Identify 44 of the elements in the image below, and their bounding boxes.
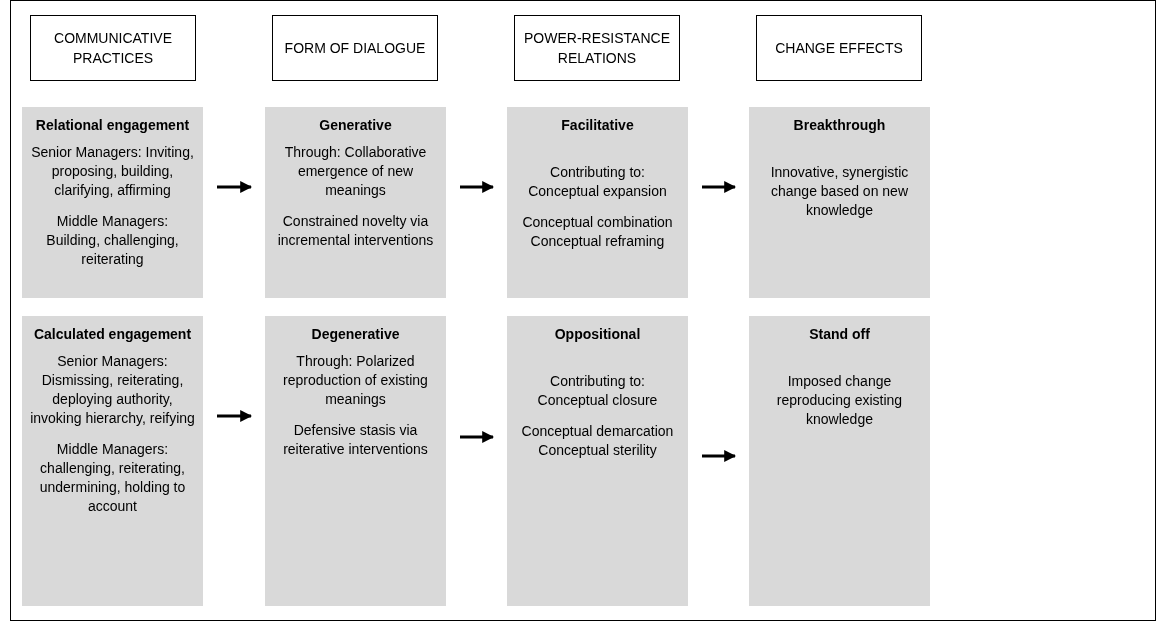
arrow: [217, 181, 253, 193]
box-text: Through: Polarized reproduction of existing meanings: [282, 352, 429, 409]
content-box: [749, 107, 930, 298]
column-header-box: [514, 15, 680, 81]
content-box: [507, 107, 688, 298]
box-text: Contributing to: Conceptual expansion: [527, 163, 668, 201]
column-heading: CHANGE EFFECTS: [775, 39, 903, 58]
box-text: Middle Managers: Building, challenging, reiterating: [45, 212, 180, 269]
box-heading: Calculated engagement: [33, 325, 192, 344]
arrow: [460, 431, 495, 443]
content-box: [265, 316, 446, 606]
box-text: Defensive stasis via reiterative interventions: [282, 421, 429, 459]
content-box: [507, 316, 688, 606]
box-text: Constrained novelty via incremental interventions: [276, 212, 435, 250]
box-heading: Degenerative: [311, 325, 400, 344]
column-header-box: [272, 15, 438, 81]
box-heading: Oppositional: [554, 325, 641, 344]
arrow: [702, 181, 737, 193]
arrow: [460, 181, 495, 193]
box-text: Senior Managers: Dismissing, reiterating, deploying authority, invoking hierarchy, reifying: [30, 352, 195, 428]
box-text: Senior Managers: Inviting, proposing, building, clarifying, affirming: [30, 143, 195, 200]
box-text: Conceptual demarcation Conceptual sterility: [520, 422, 675, 460]
box-text: Middle Managers: challenging, reiterating, undermining, holding to account: [38, 440, 187, 516]
box-text: Contributing to: Conceptual closure: [536, 372, 659, 410]
content-box: [749, 316, 930, 606]
arrow: [217, 410, 253, 422]
arrow: [702, 450, 737, 462]
column-header-box: [756, 15, 922, 81]
column-heading: COMMUNICATIVE PRACTICES: [53, 29, 173, 68]
box-heading: Relational engagement: [35, 116, 190, 135]
column-header-box: [30, 15, 196, 81]
box-text: Innovative, synergistic change based on new knowledge: [769, 163, 910, 220]
box-heading: Breakthrough: [793, 116, 886, 135]
box-heading: Facilitative: [561, 116, 634, 135]
box-text: Imposed change reproducing existing knowledge: [775, 372, 904, 429]
column-heading: POWER-RESISTANCE RELATIONS: [523, 29, 671, 68]
content-box: [22, 316, 203, 606]
content-box: [22, 107, 203, 298]
box-text: Through: Collaborative emergence of new meanings: [283, 143, 428, 200]
box-text: Conceptual combination Conceptual reframing: [521, 213, 674, 251]
box-heading: Stand off: [809, 325, 870, 344]
column-heading: FORM OF DIALOGUE: [284, 39, 426, 58]
box-heading: Generative: [319, 116, 392, 135]
content-box: [265, 107, 446, 298]
